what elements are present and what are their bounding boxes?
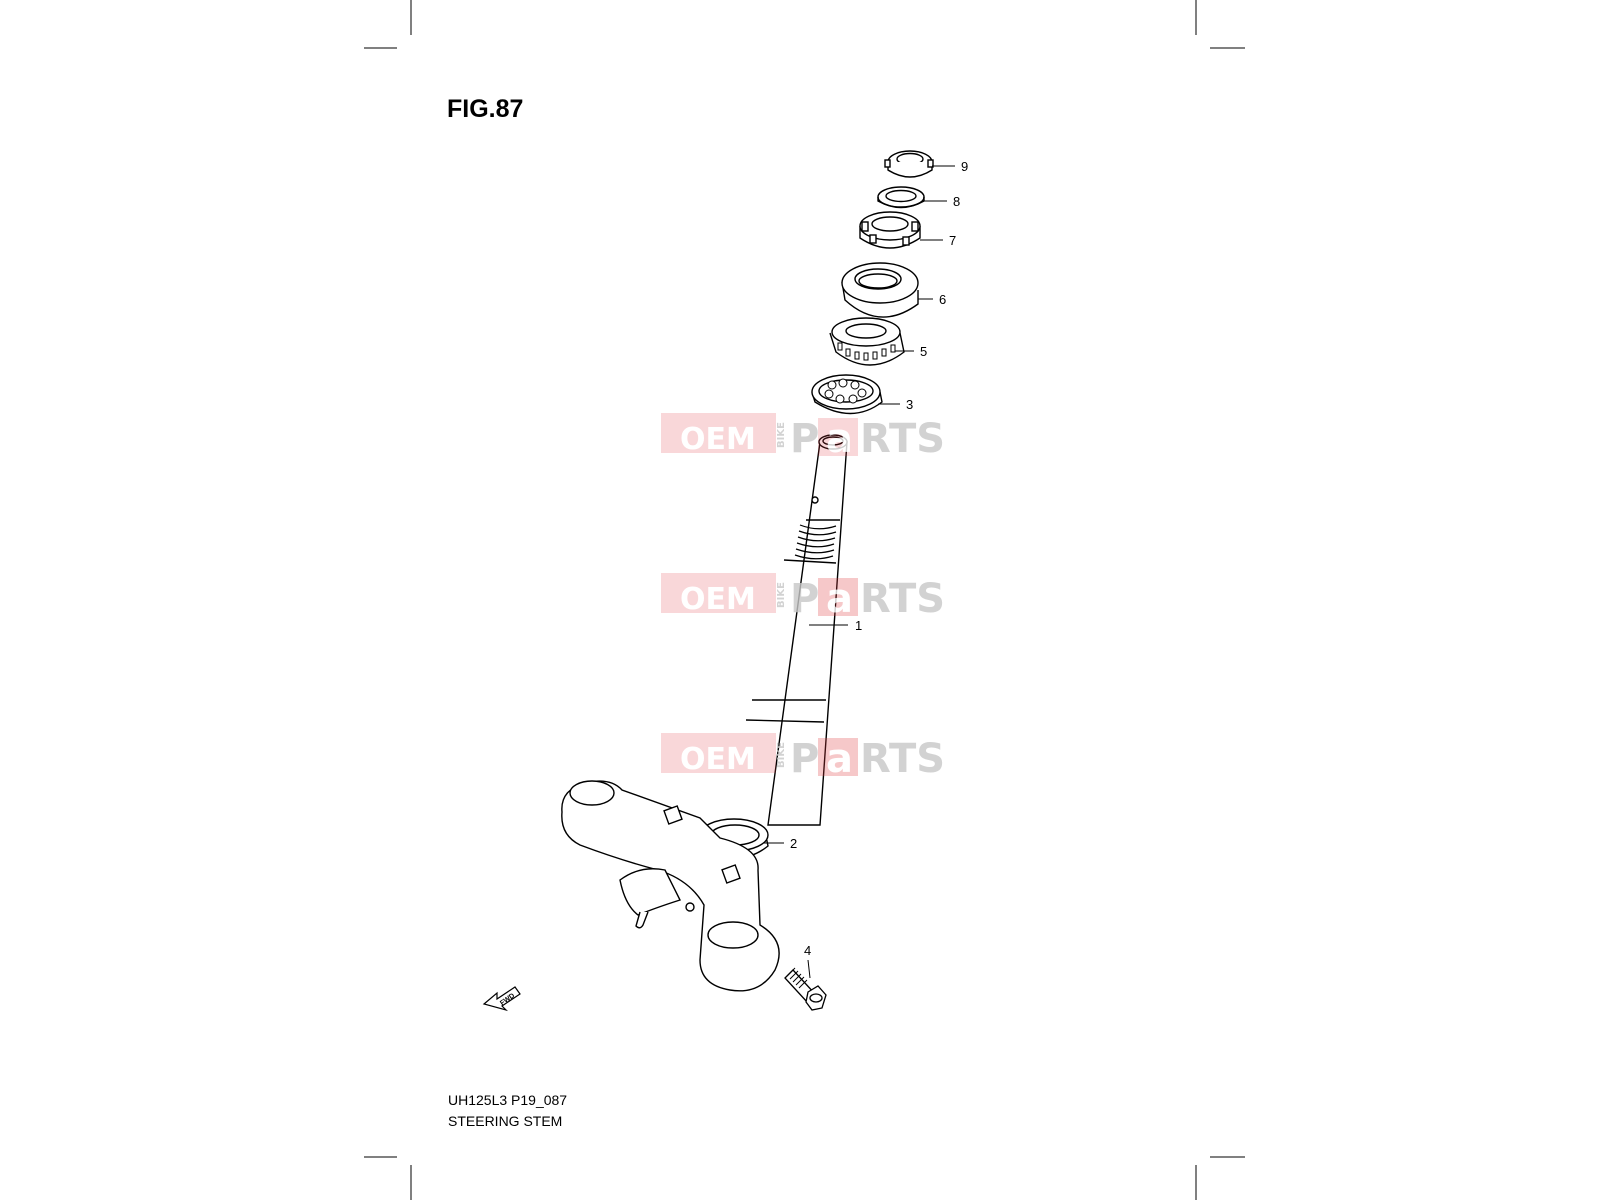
svg-text:RTS: RTS [860,416,945,462]
part-6-seal [841,262,919,318]
crop-marks [364,0,1245,1200]
callout-4: 4 [804,943,811,958]
figure-code: UH125L3 P19_087 [448,1092,568,1108]
callout-8: 8 [953,194,960,209]
callout-numbers: 9 8 7 6 5 3 1 2 4 [790,159,968,958]
svg-text:BIKE: BIKE [776,582,787,608]
callout-2: 2 [790,836,797,851]
part-1-stem-shaft [745,434,848,826]
callout-1: 1 [855,618,862,633]
callout-3: 3 [906,397,913,412]
svg-text:a: a [826,576,853,622]
svg-text:OEM: OEM [680,422,756,457]
svg-text:OEM: OEM [680,582,756,617]
part-3-ball-bearing [811,374,883,415]
lower-bracket [561,780,780,992]
fwd-arrow: FWD [482,986,521,1012]
figure-name: STEERING STEM [448,1113,563,1129]
part-5-bearing [829,317,905,366]
part-8-washer [877,186,925,209]
svg-text:RTS: RTS [860,736,945,782]
watermark-3: OEM BIKE P a RTS [661,733,945,782]
svg-text:RTS: RTS [860,576,945,622]
svg-text:P: P [790,416,819,462]
watermark-2: OEM BIKE P a RTS [661,573,945,622]
svg-text:a: a [826,736,853,782]
svg-text:BIKE: BIKE [776,742,787,768]
callout-6: 6 [939,292,946,307]
svg-text:P: P [790,736,819,782]
fwd-label: FWD [499,992,516,1007]
svg-text:P: P [790,576,819,622]
leader-lines [764,165,955,979]
figure-title: FIG.87 [447,95,524,123]
callout-7: 7 [949,233,956,248]
part-7-nut [859,211,921,249]
callout-9: 9 [961,159,968,174]
watermark-1: OEM BIKE P a RTS [661,413,945,462]
part-9-locknut [884,150,934,178]
svg-text:BIKE: BIKE [776,422,787,448]
svg-text:OEM: OEM [680,742,756,777]
svg-text:a: a [826,416,853,462]
callout-5: 5 [920,344,927,359]
part-4-bolt [784,967,827,1011]
